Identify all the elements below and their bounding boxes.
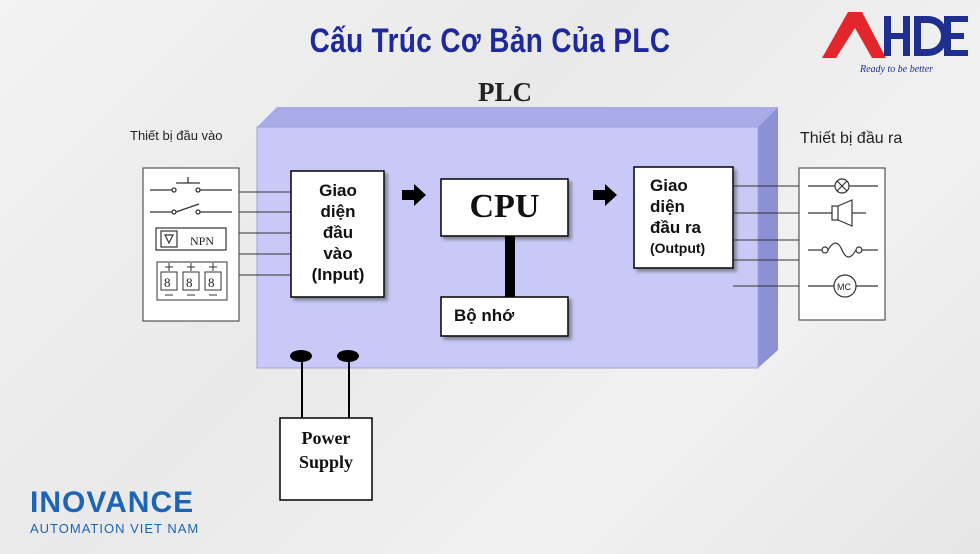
inovance-logo: INOVANCE: [30, 486, 195, 519]
power-supply-text: Power Supply: [298, 428, 354, 472]
inovance-subtitle: AUTOMATION VIET NAM: [30, 521, 200, 536]
cpu-text: CPU: [469, 188, 540, 225]
switch-no-icon: [150, 177, 232, 193]
svg-text:8: 8: [164, 275, 171, 290]
input-devices-label: Thiết bị đầu vào: [130, 128, 223, 143]
cpu-memory-bus: [505, 236, 515, 297]
output-interface-box: [633, 166, 734, 269]
plc-label: PLC: [478, 77, 532, 107]
output-wires: [733, 185, 799, 287]
mc-label: MC: [837, 282, 851, 292]
mc-contactor-icon: [808, 274, 878, 298]
npn-sensor-icon: [155, 227, 227, 251]
input-interface-text: Giao diện đầu vào (Input): [311, 181, 365, 284]
horn-icon: [808, 199, 866, 227]
arrow-input-to-cpu: [402, 184, 426, 206]
input-wires: [239, 191, 291, 276]
npn-label: NPN: [190, 234, 214, 248]
coil-icon: [808, 242, 878, 258]
output-devices-label: Thiết bị đầu ra: [800, 130, 903, 147]
output-interface-text: Giao diện đầu ra (Output): [650, 176, 706, 256]
memory-box: [440, 296, 569, 337]
plc-body-top: [257, 107, 778, 127]
svg-text:8: 8: [208, 275, 215, 290]
memory-text: Bộ nhớ: [454, 306, 515, 325]
plc-body-side: [758, 107, 778, 368]
input-interface-box: [290, 170, 385, 298]
ahde-tagline: Ready to be better: [860, 64, 934, 75]
power-supply-box: [279, 417, 373, 501]
lamp-icon: [808, 178, 878, 194]
arrow-cpu-to-output: [593, 184, 617, 206]
thumbwheel-icon: 8 8 8: [156, 261, 228, 301]
switch-nc-icon: [150, 203, 232, 215]
page-title: Cấu Trúc Cơ Bản Của PLC: [309, 22, 671, 60]
svg-text:8: 8: [186, 275, 193, 290]
cpu-box: [440, 178, 569, 237]
